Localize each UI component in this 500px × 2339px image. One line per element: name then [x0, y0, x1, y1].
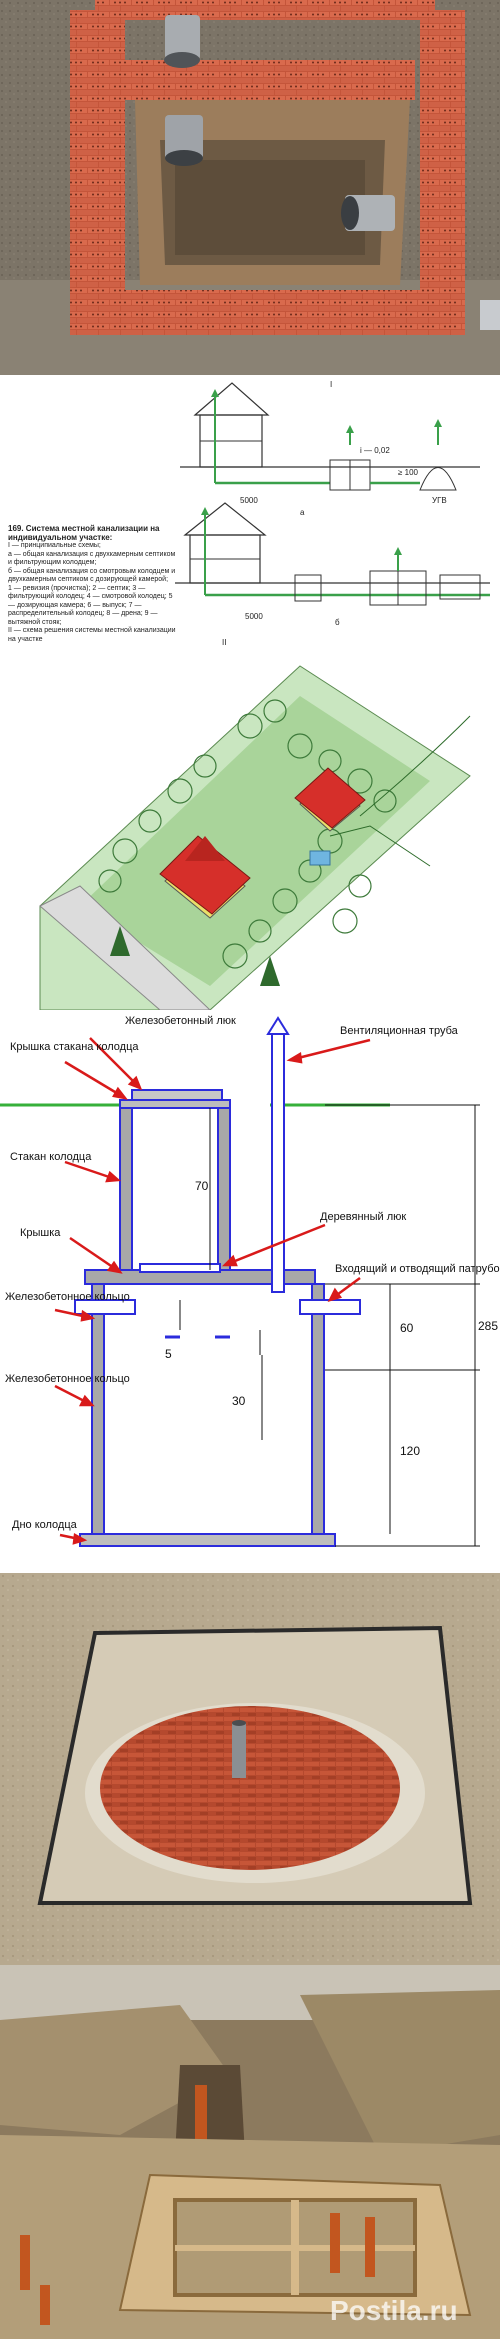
figure-caption-title: 169. Система местной канализации на инди…: [8, 524, 160, 542]
vent-pipe: [271, 1031, 285, 1293]
label-a: а: [300, 508, 305, 517]
well-bottom: [79, 1533, 336, 1547]
caption-line-5: II — схема решения системы местной канал…: [8, 627, 176, 643]
label-pipes: Входящий и отводящий патрубок: [335, 1263, 500, 1275]
wooden-form-image: Postila.ru: [0, 1965, 500, 2339]
caption-line-3: б — общая канализация со смотровым колод…: [8, 567, 176, 584]
site-plan-illustration: [0, 656, 500, 1010]
dim-60: 60: [400, 1321, 414, 1335]
pipe-1: [165, 15, 200, 60]
well-diagram-figure: Железобетонный люк Крышка стакана колодц…: [0, 1015, 500, 1547]
concrete-ring-left: [91, 1283, 105, 1535]
dim-b: 5000: [245, 612, 263, 621]
septic-schemes-figure: I 5000 ≥ 100 i — 0,02 УГВ а 50: [175, 380, 490, 647]
caption-line-1: I — принципиальные схемы;: [8, 542, 101, 549]
concrete-hatch: [131, 1089, 223, 1101]
dim-70: 70: [195, 1179, 209, 1193]
dim-d: i — 0,02: [360, 446, 390, 455]
brick-dome: [100, 1706, 400, 1870]
label-b: б: [335, 618, 340, 627]
dim-285: 285: [478, 1319, 498, 1333]
concrete-ring-right: [311, 1283, 325, 1535]
pipe-2: [165, 115, 203, 160]
figure-caption-block: 169. Система местной канализации на инди…: [8, 524, 180, 644]
label-vent-pipe: Вентиляционная труба: [340, 1025, 459, 1037]
caption-line-2: а — общая канализация с двухкамерным сеп…: [8, 550, 176, 567]
roman-numeral-1: I: [330, 380, 332, 389]
well-diagram: Железобетонный люк Крышка стакана колодц…: [0, 1010, 500, 1573]
label-ring-2-line-1: Железобетонное кольцо: [5, 1373, 130, 1385]
septic-schemes: I 5000 ≥ 100 i — 0,02 УГВ а 50: [0, 375, 500, 656]
brick-chamber-image: [0, 0, 500, 375]
label-well-shaft: Стакан колодца: [10, 1151, 92, 1163]
outlet-pipe: [299, 1299, 361, 1315]
wooden-form-photo: Postila.ru: [0, 1965, 500, 2339]
label-well-cover: Крышка стакана колодца: [10, 1041, 139, 1053]
dim-e: УГВ: [432, 496, 447, 505]
label-lid: Крышка: [20, 1227, 61, 1239]
caption-line-4: 1 — ревизия (прочистка); 2 — септик; 3 —…: [8, 584, 173, 626]
brick-dome-image: [0, 1573, 500, 1965]
wooden-hatch: [139, 1263, 221, 1273]
well-shaft: [119, 1107, 133, 1271]
label-concrete-hatch: Железобетонный люк: [125, 1015, 236, 1027]
dim-a: 5000: [240, 496, 258, 505]
roman-numeral-2: II: [222, 638, 226, 647]
label-bottom: Дно колодца: [12, 1519, 78, 1531]
brick-dome-photo: [0, 1573, 500, 1965]
dim-30: 30: [232, 1394, 246, 1408]
dim-120: 120: [400, 1444, 420, 1458]
brick-chamber-photo: [0, 0, 500, 375]
dim-5: 5: [165, 1347, 172, 1361]
label-wooden-hatch: Деревянный люк: [320, 1211, 406, 1223]
site-plan-image: [39, 665, 471, 1010]
label-ring-1-line-1: Железобетонное кольцо: [5, 1291, 130, 1303]
dim-c: ≥ 100: [398, 468, 419, 477]
inlet-pipe: [74, 1299, 136, 1315]
watermark: Postila.ru: [330, 2295, 458, 2326]
vent-pipe-photo: [232, 1723, 246, 1778]
